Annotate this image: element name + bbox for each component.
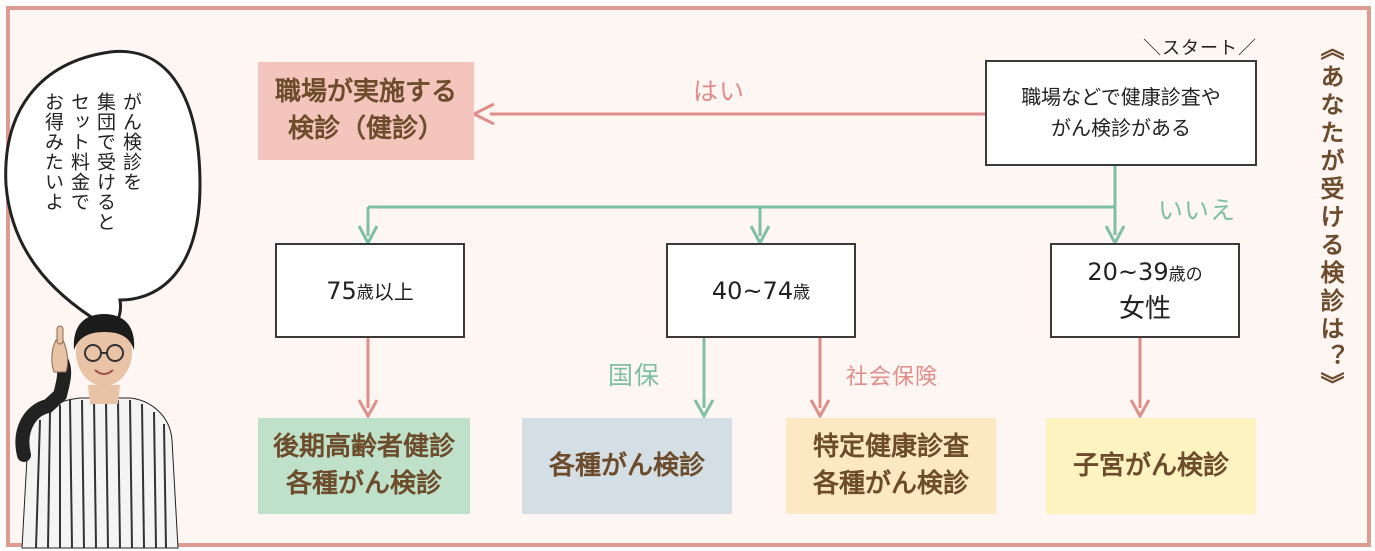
speech-col3: セット料金で: [68, 92, 90, 212]
yes-arrow: [470, 102, 985, 126]
kokuho-label: 国保: [608, 361, 661, 390]
age-75-num: 75: [326, 276, 357, 305]
start-label: ＼スタート／: [1143, 38, 1257, 59]
age-40-74-sai: 歳: [793, 283, 811, 303]
yes-label: はい: [693, 77, 746, 106]
women-label: 女性: [1118, 294, 1171, 324]
elderly-result-box: 後期高齢者健診 各種がん検診: [258, 418, 470, 514]
women-age-sai: 歳: [1168, 265, 1186, 285]
speech-bubble: [4, 49, 202, 332]
arrow-75-to-elderly: [357, 338, 379, 420]
speech-col4: お得みたいよ: [42, 92, 64, 212]
cancer-line1: 各種がん検診: [548, 450, 705, 481]
workplace-line2: 検診（健診）: [287, 114, 444, 144]
specific-line2: 各種がん検診: [812, 469, 969, 499]
elderly-line2: 各種がん検診: [285, 469, 442, 499]
women-age-num: 20~39: [1087, 258, 1169, 286]
arrow-shakai: [809, 338, 831, 420]
question-line1: 職場などで健康診査や: [1021, 85, 1221, 109]
speech-col1: がん検診を: [120, 92, 142, 192]
no-label: いいえ: [1158, 196, 1237, 225]
speech-col2: 集団で受けると: [94, 92, 116, 232]
arrow-kokuho: [693, 338, 715, 420]
specific-line1: 特定健康診査: [812, 432, 969, 462]
elderly-line1: 後期高齢者健診: [272, 432, 455, 462]
women-age-no: の: [1185, 265, 1203, 285]
arrow-women-to-uterine: [1129, 338, 1151, 420]
shakai-label: 社会保険: [846, 365, 939, 390]
workplace-line1: 職場が実施する: [274, 77, 457, 107]
specific-result-box: 特定健康診査 各種がん検診: [786, 418, 996, 514]
age-75-sai: 歳: [356, 283, 374, 303]
age-40-74-num: 40~74: [711, 276, 794, 305]
cancer-result-box: 各種がん検診: [522, 418, 732, 514]
age-75-suffix: 以上: [373, 280, 414, 304]
uterine-result-box: 子宮がん検診: [1046, 418, 1256, 514]
question-box: 職場などで健康診査や がん検診がある: [985, 60, 1257, 166]
speech-text: がん検診を 集団で受けると セット料金で お得みたいよ: [42, 92, 142, 232]
uterine-line1: 子宮がん検診: [1072, 450, 1229, 481]
workplace-result-box: 職場が実施する 検診（健診）: [258, 62, 474, 160]
question-line2: がん検診がある: [1051, 116, 1191, 140]
women-20-39-box: 20~39歳の 女性: [1050, 243, 1240, 338]
side-title: 《あなたが受ける検診は？》: [1316, 36, 1344, 400]
